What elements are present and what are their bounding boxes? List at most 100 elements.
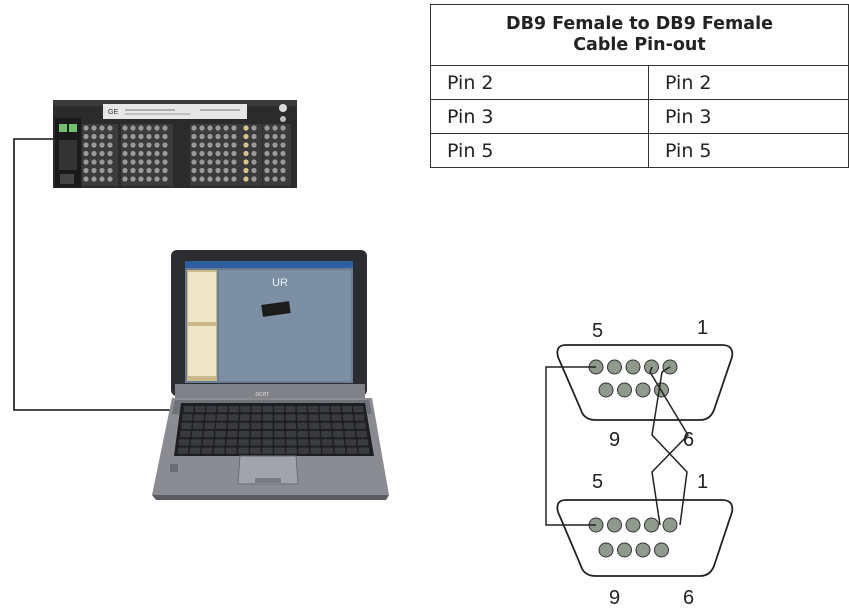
keyboard-key bbox=[202, 439, 214, 446]
terminal-screw bbox=[107, 159, 113, 165]
crossover-wires bbox=[545, 366, 689, 526]
laptop-keys bbox=[177, 406, 370, 454]
pinout-table-header-row: DB9 Female to DB9 Female Cable Pin-out bbox=[430, 4, 849, 66]
terminal-screw bbox=[99, 150, 105, 157]
keyboard-key bbox=[250, 430, 262, 438]
terminal-screw bbox=[272, 125, 278, 131]
terminal-screw bbox=[191, 159, 197, 165]
terminal-screw bbox=[223, 167, 229, 174]
keyboard-key bbox=[228, 406, 239, 413]
keyboard-key bbox=[309, 422, 320, 429]
terminal-screw bbox=[146, 159, 152, 165]
terminal-screw bbox=[215, 176, 221, 182]
db9-pin bbox=[644, 517, 659, 533]
keyboard-key bbox=[356, 430, 367, 438]
pinout-table-title-line2: Cable Pin-out bbox=[573, 35, 706, 55]
keyboard-key bbox=[308, 406, 319, 413]
terminal-screw bbox=[207, 159, 213, 165]
terminal-screw bbox=[199, 133, 205, 140]
wire-pin2-to-pin3 bbox=[651, 366, 688, 526]
terminal-screw bbox=[162, 176, 168, 182]
terminal-screw bbox=[83, 176, 89, 182]
terminal-screw bbox=[146, 167, 152, 174]
keyboard-key bbox=[334, 447, 346, 454]
terminal-screw bbox=[280, 159, 286, 165]
bottom-connector-pin1-label: 1 bbox=[697, 471, 708, 493]
terminal-screw bbox=[191, 167, 197, 174]
terminal-screw bbox=[91, 176, 97, 182]
db9-pin bbox=[635, 542, 651, 558]
wire-pin5-to-pin5 bbox=[545, 366, 596, 526]
terminal-screw bbox=[99, 159, 105, 165]
terminal-screw bbox=[154, 176, 160, 182]
db9-pin bbox=[625, 517, 641, 533]
terminal-screw bbox=[207, 133, 213, 140]
terminal-screw bbox=[154, 133, 160, 140]
pinout-cell-left: Pin 2 bbox=[430, 65, 649, 100]
terminal-screw bbox=[231, 142, 237, 148]
db9-pin bbox=[607, 359, 622, 375]
keyboard-key bbox=[206, 406, 217, 413]
terminal-screw bbox=[146, 142, 152, 148]
terminal-screw bbox=[130, 167, 136, 174]
terminal-screw bbox=[130, 133, 136, 140]
terminal-screw bbox=[138, 167, 144, 174]
terminal-screw bbox=[83, 125, 89, 131]
terminal-screw bbox=[107, 176, 113, 182]
terminal-screw bbox=[264, 150, 270, 157]
db9-pin bbox=[654, 542, 669, 558]
keyboard-key bbox=[262, 430, 273, 438]
pinout-cell-left: Pin 5 bbox=[430, 133, 649, 168]
terminal-screw bbox=[154, 142, 160, 148]
keyboard-key bbox=[321, 430, 332, 438]
terminal-screw bbox=[223, 176, 229, 182]
keyboard-key bbox=[286, 447, 297, 454]
keyboard-key bbox=[344, 430, 356, 438]
relay-brand-label: GE bbox=[108, 109, 118, 116]
terminal-screw bbox=[99, 142, 105, 148]
db9-pin bbox=[625, 359, 641, 375]
terminal-screw bbox=[231, 159, 237, 165]
terminal-screw bbox=[280, 167, 286, 174]
keyboard-key bbox=[262, 447, 273, 454]
terminal-screw bbox=[251, 176, 257, 182]
terminal-screw bbox=[122, 142, 128, 148]
keyboard-key bbox=[355, 422, 366, 429]
terminal-screw bbox=[251, 167, 257, 174]
terminal-screw bbox=[162, 142, 168, 148]
keyboard-key bbox=[203, 430, 214, 438]
keyboard-key bbox=[214, 439, 226, 446]
terminal-screw bbox=[243, 150, 249, 157]
relay-screen-image bbox=[261, 301, 291, 317]
terminal-screw bbox=[122, 159, 128, 165]
keyboard-key bbox=[251, 406, 262, 413]
terminal-screw bbox=[130, 125, 136, 131]
terminal-screw bbox=[107, 150, 113, 157]
bottom-connector-pin5-label: 5 bbox=[592, 471, 603, 493]
keyboard-key bbox=[240, 406, 251, 413]
terminal-screw bbox=[243, 133, 249, 140]
terminal-screw bbox=[251, 125, 257, 131]
keyboard-key bbox=[190, 439, 202, 446]
keyboard-key bbox=[297, 430, 309, 438]
terminal-screw bbox=[251, 159, 257, 165]
terminal-screw bbox=[130, 150, 136, 157]
keyboard-key bbox=[353, 406, 364, 413]
terminal-screw bbox=[215, 159, 221, 165]
terminal-screw bbox=[280, 142, 286, 148]
keyboard-key bbox=[319, 406, 330, 413]
terminal-screw bbox=[83, 142, 89, 148]
terminal-screw bbox=[251, 150, 257, 157]
pinout-cell-right: Pin 2 bbox=[648, 65, 849, 100]
pinout-cell-right: Pin 3 bbox=[648, 99, 849, 134]
keyboard-key bbox=[262, 422, 273, 429]
terminal-screw bbox=[207, 150, 213, 157]
terminal-screw bbox=[191, 133, 197, 140]
terminal-screw bbox=[91, 133, 97, 140]
terminal-screw bbox=[272, 150, 278, 157]
keyboard-key bbox=[358, 447, 370, 454]
keyboard-key bbox=[262, 414, 273, 421]
db9-pin bbox=[598, 382, 614, 398]
keyboard-key bbox=[308, 414, 319, 421]
